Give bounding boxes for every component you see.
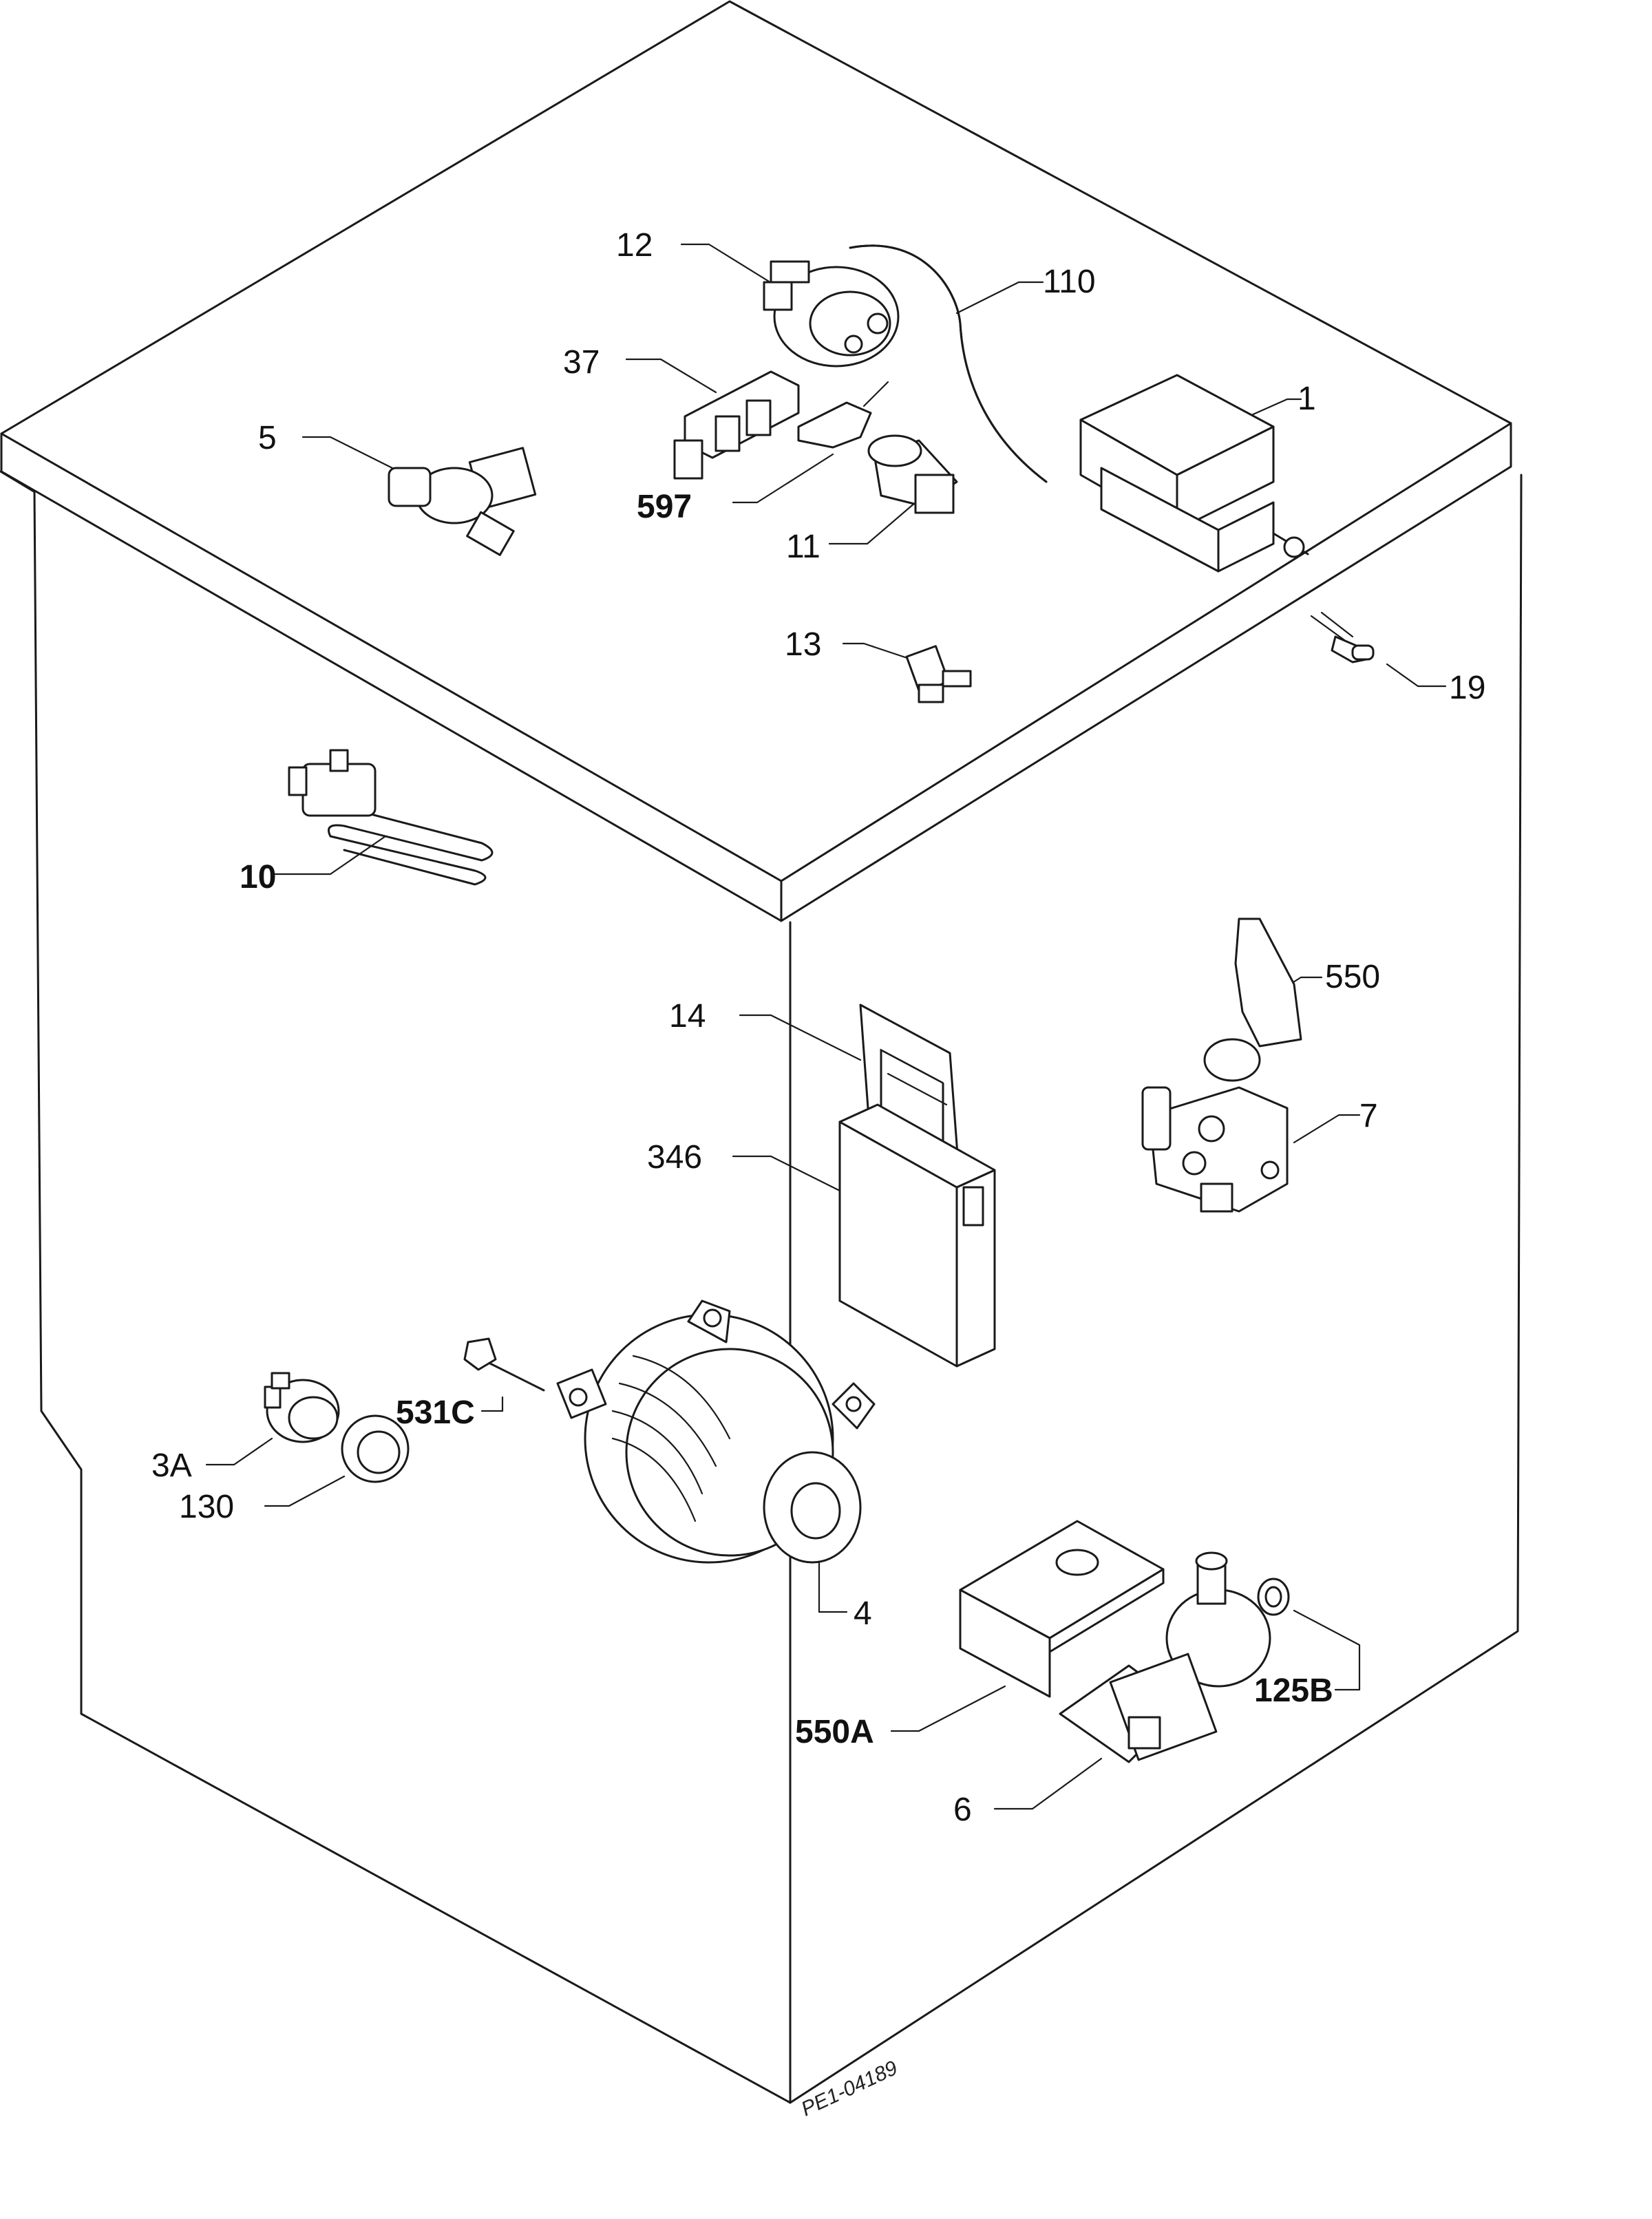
bracket-550a [959,1520,1165,1698]
seal-ring-125b [1257,1578,1290,1616]
clip-597 [797,381,889,449]
label-130: 130 [179,1489,234,1525]
part-labels: 12 110 37 5 1 597 11 13 19 10 550 14 7 3… [151,227,1485,1828]
pressure-switch-12 [763,260,900,368]
heating-element-10 [288,749,494,886]
drain-pump-6 [1059,1551,1271,1763]
label-597: 597 [637,489,692,525]
label-125b: 125B [1254,1673,1333,1709]
door-lever-550 [1203,917,1302,1082]
label-3a: 3A [151,1447,192,1484]
terminal-block-37 [673,370,800,480]
label-19: 19 [1449,670,1485,706]
label-12: 12 [616,227,653,264]
label-11: 11 [786,529,820,565]
screw-531c [463,1337,545,1392]
label-550: 550 [1325,959,1380,995]
capacitor-11 [867,434,958,514]
label-37: 37 [563,344,600,381]
label-7: 7 [1359,1098,1378,1134]
sensor-19 [1310,611,1375,663]
label-531c: 531C [396,1394,475,1431]
label-1: 1 [1298,381,1316,417]
label-14: 14 [669,998,706,1034]
label-13: 13 [785,626,821,663]
switch-3a [264,1372,340,1443]
label-346: 346 [647,1139,702,1176]
label-550a: 550A [795,1714,874,1750]
door-lock-7 [1141,1086,1289,1213]
label-10: 10 [240,859,276,895]
leader-lines [205,243,1447,1810]
cabinet-outline [0,0,1523,2104]
label-110: 110 [1043,264,1096,300]
pump-motor-4 [556,1299,876,1564]
label-4: 4 [854,1595,872,1632]
label-6: 6 [953,1792,972,1828]
inlet-valve-5 [388,447,537,556]
electronic-module-346 [838,1103,996,1368]
programmer-1 [1079,374,1309,573]
label-5: 5 [258,420,277,456]
seal-130 [341,1414,410,1483]
connector-13 [905,645,972,703]
